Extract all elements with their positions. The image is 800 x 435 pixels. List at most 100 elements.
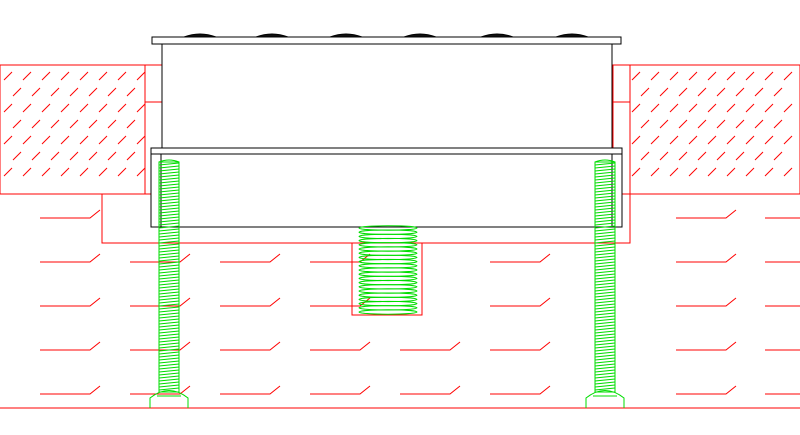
screw-thread — [158, 213, 180, 217]
screw-thread — [158, 336, 180, 340]
hatch-stroke — [60, 103, 70, 113]
screw-thread — [594, 183, 616, 187]
hatch-stroke — [79, 71, 89, 81]
hatch-stroke — [716, 87, 726, 97]
hatch-stroke — [754, 87, 764, 97]
hatch-stroke — [676, 341, 737, 351]
hatch-stroke — [745, 167, 755, 177]
screw-thread — [158, 264, 180, 268]
hatch-stroke — [678, 119, 688, 129]
screw-thread — [594, 210, 616, 214]
hatch-stroke — [400, 385, 461, 395]
screw-thread — [158, 204, 180, 208]
hatch-stroke — [220, 297, 281, 307]
hatch-stroke — [688, 135, 698, 145]
screw-thread — [594, 207, 616, 211]
screw-thread — [158, 270, 180, 274]
upper-hatch-pattern — [3, 71, 793, 177]
hatch-stroke — [631, 135, 641, 145]
hatch-stroke — [640, 151, 650, 161]
screw-thread — [158, 303, 180, 307]
hatch-stroke — [12, 87, 22, 97]
hatch-stroke — [50, 119, 60, 129]
screw-thread — [158, 282, 180, 286]
screw-thread — [158, 186, 180, 190]
screw-thread — [594, 165, 616, 169]
hatch-stroke — [41, 103, 51, 113]
hatch-stroke — [676, 385, 737, 395]
screw-thread — [594, 291, 616, 295]
hatch-stroke — [764, 167, 774, 177]
screw-thread — [158, 345, 180, 349]
hatch-stroke — [669, 167, 679, 177]
hatch-stroke — [40, 385, 101, 395]
hatch-stroke — [22, 167, 32, 177]
screw-thread — [158, 174, 180, 178]
screw-thread — [158, 279, 180, 283]
screw-thread — [158, 189, 180, 193]
screw-thread — [158, 177, 180, 181]
housing-body — [161, 43, 613, 149]
screw-thread — [158, 231, 180, 235]
screw-thread — [594, 240, 616, 244]
hatch-stroke — [716, 119, 726, 129]
rim-fastener — [555, 33, 589, 38]
hatch-stroke — [107, 151, 117, 161]
hatch-stroke — [98, 71, 108, 81]
screw-thread — [594, 384, 616, 388]
screw-thread — [594, 177, 616, 181]
hatch-stroke — [650, 103, 660, 113]
hatch-stroke — [659, 87, 669, 97]
hatch-stroke — [650, 71, 660, 81]
screw-thread — [594, 297, 616, 301]
hatch-stroke — [765, 349, 800, 351]
hatch-stroke — [130, 297, 191, 307]
hatch-stroke — [773, 87, 783, 97]
screw-thread — [158, 207, 180, 211]
hatch-stroke — [50, 151, 60, 161]
screw-head — [585, 390, 625, 408]
rim-fastener — [403, 33, 437, 38]
housing-top-rim — [151, 36, 622, 45]
screw-thread — [158, 327, 180, 331]
screw-thread — [594, 258, 616, 262]
screw-thread — [158, 297, 180, 301]
hatch-stroke — [754, 151, 764, 161]
hatch-stroke — [726, 103, 736, 113]
screw-thread — [594, 348, 616, 352]
screw-thread — [594, 357, 616, 361]
screw-thread — [158, 183, 180, 187]
screw-thread — [158, 333, 180, 337]
screw-thread — [158, 291, 180, 295]
hatch-stroke — [136, 71, 146, 81]
screw-thread — [158, 273, 180, 277]
hatch-stroke — [136, 103, 146, 113]
screw-thread — [158, 321, 180, 325]
screw-thread — [158, 168, 180, 172]
screw-thread — [594, 198, 616, 202]
screw-thread — [594, 186, 616, 190]
hatch-stroke — [79, 135, 89, 145]
hatch-stroke — [745, 71, 755, 81]
hatch-stroke — [117, 103, 127, 113]
screw-thread — [158, 195, 180, 199]
hatch-stroke — [220, 253, 281, 263]
hatch-stroke — [726, 135, 736, 145]
screw-thread — [594, 237, 616, 241]
hatch-stroke — [22, 103, 32, 113]
screw-thread — [158, 378, 180, 382]
screw-thread — [158, 267, 180, 271]
screw-thread — [158, 285, 180, 289]
hatch-stroke — [783, 167, 793, 177]
screw-thread — [158, 375, 180, 379]
screw-thread — [158, 234, 180, 238]
hatch-stroke — [3, 71, 13, 81]
screw-thread — [594, 219, 616, 223]
hatch-stroke — [783, 71, 793, 81]
hatch-stroke — [765, 217, 800, 219]
hatch-stroke — [688, 71, 698, 81]
hatch-stroke — [754, 119, 764, 129]
screw-thread — [594, 273, 616, 277]
hatch-stroke — [745, 103, 755, 113]
